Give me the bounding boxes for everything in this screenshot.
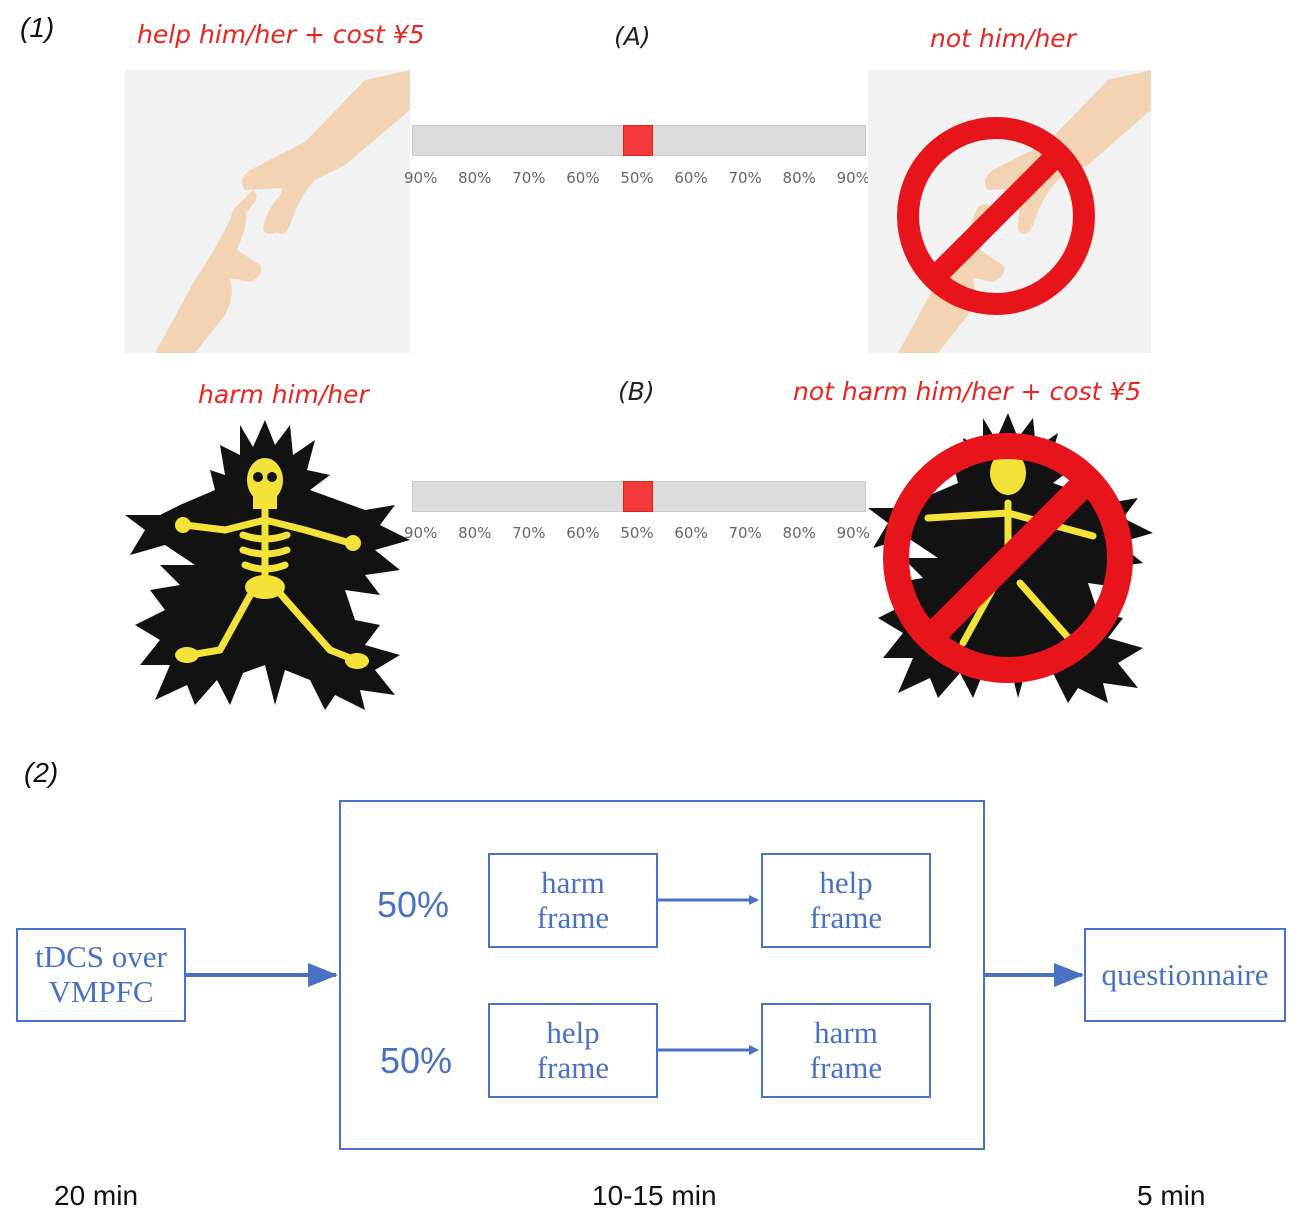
tick: 70% [728, 169, 762, 187]
box-line: help [546, 1014, 600, 1050]
panel-2-label: (2) [24, 757, 59, 788]
no-help-image [868, 70, 1151, 353]
help-option-label: help him/her + cost ¥5 [137, 20, 425, 49]
slider-a-handle[interactable] [623, 125, 653, 156]
tick: 70% [512, 524, 546, 542]
tick: 80% [458, 524, 492, 542]
box-line: help [819, 864, 873, 900]
top-harm-frame-box: harm frame [488, 853, 658, 948]
top-help-frame-box: help frame [761, 853, 931, 948]
no-harm-skeleton-icon [868, 413, 1153, 703]
tick: 50% [620, 524, 654, 542]
slider-b-ticks: 90% 80% 70% 60% 50% 60% 70% 80% 90% [404, 524, 870, 542]
tdcs-line-2: VMPFC [48, 974, 154, 1009]
box-line: frame [809, 1049, 883, 1085]
duration-frames: 10-15 min [592, 1180, 717, 1211]
tick: 90% [836, 524, 870, 542]
duration-tdcs: 20 min [54, 1180, 139, 1211]
row-a-label: (A) [614, 22, 651, 51]
tick: 60% [674, 169, 708, 187]
row-b-label: (B) [618, 377, 655, 406]
tick: 60% [566, 524, 600, 542]
panel-1-label: (1) [20, 12, 55, 43]
bottom-branch-percent: 50% [380, 1040, 453, 1081]
tick: 70% [512, 169, 546, 187]
helping-hands-icon [125, 70, 410, 353]
tick: 50% [620, 169, 654, 187]
questionnaire-label: questionnaire [1101, 956, 1269, 992]
tick: 60% [674, 524, 708, 542]
tdcs-box: tDCS over VMPFC [16, 928, 186, 1022]
tick: 90% [404, 169, 438, 187]
not-help-option-label: not him/her [930, 24, 1076, 53]
electrocuted-skeleton-icon [125, 420, 410, 710]
tick: 90% [836, 169, 870, 187]
box-line: harm [541, 864, 605, 900]
tdcs-line-1: tDCS over [35, 939, 167, 975]
bottom-harm-frame-box: harm frame [761, 1003, 931, 1098]
helping-hands-image [125, 70, 410, 353]
questionnaire-box: questionnaire [1084, 928, 1286, 1022]
tick: 90% [404, 524, 438, 542]
bottom-help-frame-box: help frame [488, 1003, 658, 1098]
harm-skeleton-image [125, 415, 410, 710]
box-line: harm [814, 1014, 878, 1050]
top-branch-percent: 50% [377, 884, 450, 925]
duration-questionnaire: 5 min [1137, 1180, 1206, 1211]
box-line: frame [536, 1049, 610, 1085]
slider-a-ticks: 90% 80% 70% 60% 50% 60% 70% 80% 90% [404, 169, 870, 187]
harm-option-label: harm him/her [198, 380, 369, 409]
tick: 60% [566, 169, 600, 187]
no-harm-image [868, 408, 1153, 708]
tick: 80% [458, 169, 492, 187]
tick: 70% [728, 524, 762, 542]
frame-container [339, 800, 985, 1150]
slider-b-handle[interactable] [623, 481, 653, 512]
box-line: frame [809, 899, 883, 935]
not-harm-option-label: not harm him/her + cost ¥5 [793, 377, 1142, 406]
no-helping-icon [868, 70, 1151, 353]
tick: 80% [782, 524, 816, 542]
box-line: frame [536, 899, 610, 935]
tick: 80% [782, 169, 816, 187]
